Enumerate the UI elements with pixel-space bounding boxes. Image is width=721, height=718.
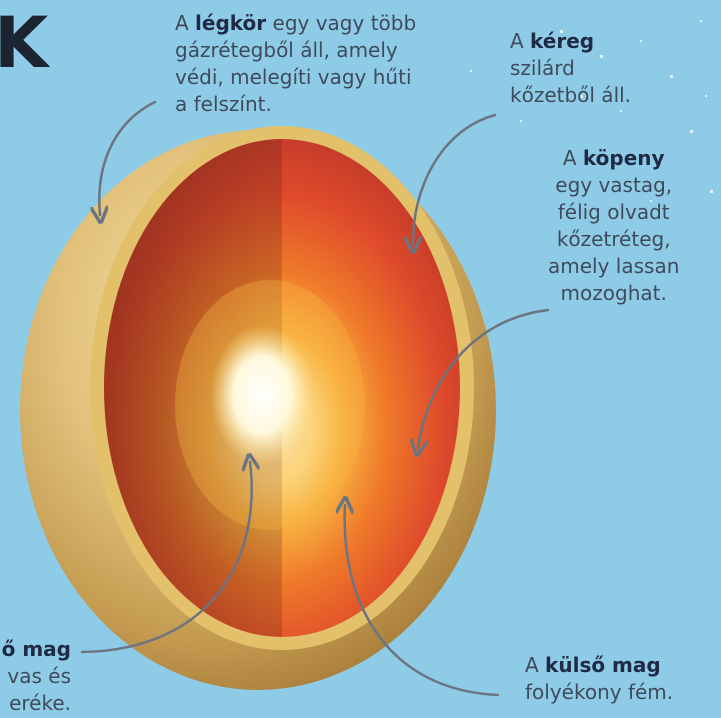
heading-fragment: K	[0, 8, 48, 78]
outer-core-label: A külső mag folyékony fém.	[525, 652, 673, 706]
inner-core-label: ő mag vas és eréke.	[2, 636, 71, 717]
inner-core	[210, 325, 314, 465]
atmosphere-label: A légkör egy vagy több gázrétegből áll, …	[175, 10, 416, 118]
mantle-label: A köpeny egy vastag, félig olvadt kőzetr…	[548, 145, 679, 307]
crust-label: A kéreg szilárd kőzetből áll.	[510, 28, 631, 109]
